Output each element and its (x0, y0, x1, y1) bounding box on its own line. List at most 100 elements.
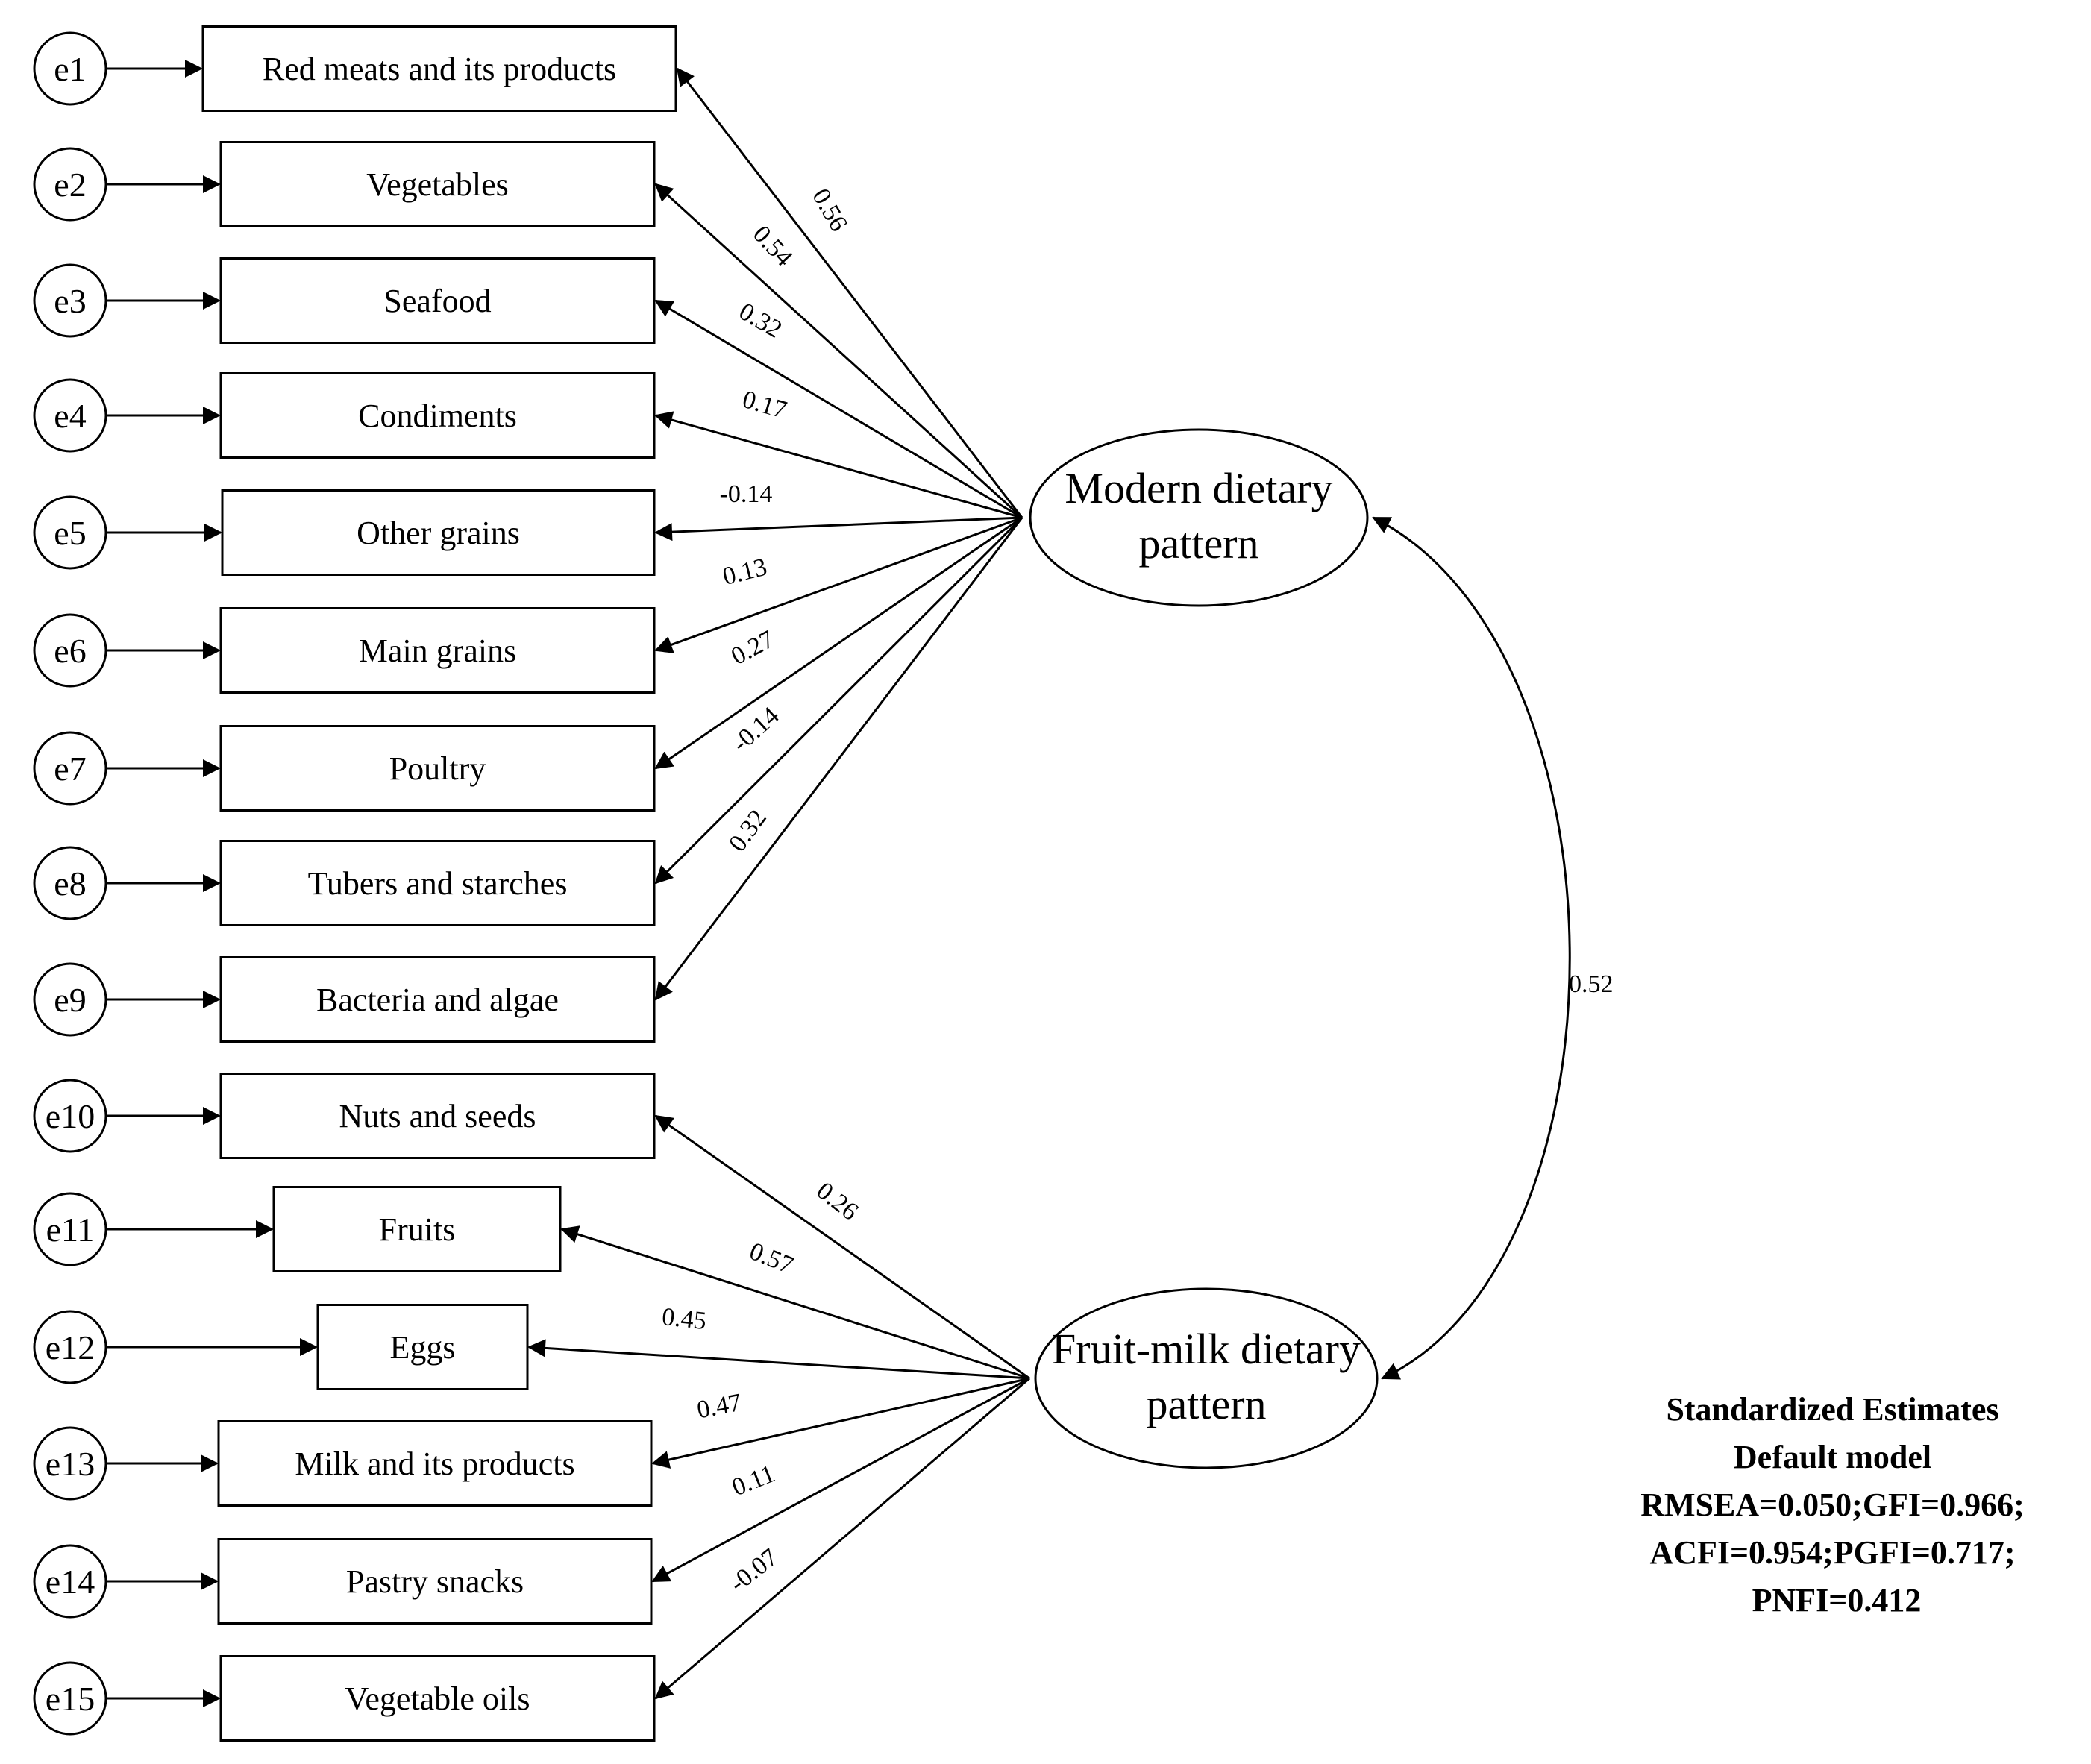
error-circle-10 (33, 1079, 107, 1153)
indicator-label-9: Bacteria and algae (316, 982, 559, 1018)
error-circle-14 (33, 1544, 107, 1619)
loading-value-10: 0.26 (812, 1177, 864, 1226)
error-circle-5 (33, 495, 107, 570)
error-label-5: e5 (54, 514, 86, 552)
factor-label-modern-1: Modern dietary (1065, 464, 1332, 512)
fit-summary: Standardized Estimates Default model RMS… (1640, 1391, 2033, 1619)
indicator-label-12: Eggs (390, 1329, 456, 1366)
loading-arrow-13 (651, 1377, 1030, 1469)
loading-value-6: 0.13 (720, 553, 770, 591)
error-circle-15 (33, 1661, 107, 1736)
error-label-8: e8 (54, 864, 86, 903)
indicator-box-5 (221, 489, 656, 576)
loading-value-2: 0.54 (747, 220, 798, 271)
factor-label-modern-2: pattern (1138, 519, 1258, 568)
indicator-label-8: Tubers and starches (308, 865, 568, 902)
loading-value-11: 0.57 (745, 1237, 797, 1280)
loading-arrow-12 (527, 1339, 1030, 1380)
loading-arrow-7 (654, 516, 1023, 770)
indicator-box-8 (219, 840, 656, 926)
error-circle-9 (33, 962, 107, 1037)
indicator-box-6 (219, 607, 656, 694)
error-label-10: e10 (46, 1097, 95, 1135)
loading-arrow-11 (560, 1225, 1030, 1380)
error-label-13: e13 (46, 1445, 95, 1483)
loading-arrow-6 (654, 516, 1023, 653)
indicator-box-3 (219, 257, 656, 344)
loading-value-15: -0.07 (724, 1543, 783, 1598)
error-circle-6 (33, 613, 107, 688)
loading-value-4: 0.17 (739, 386, 789, 424)
factor-correlation: 0.52 (1372, 516, 1614, 1380)
loading-arrow-2 (654, 183, 1023, 519)
error-circle-12 (33, 1310, 107, 1384)
indicator-label-15: Vegetable oils (345, 1680, 530, 1717)
loading-arrow-10 (654, 1114, 1030, 1380)
error-label-2: e2 (54, 166, 86, 204)
loading-value-5: -0.14 (720, 480, 773, 508)
loading-arrow-15 (654, 1377, 1030, 1700)
factor-label-fruitmilk-2: pattern (1146, 1380, 1266, 1428)
loading-arrow-9 (654, 517, 1023, 1001)
indicator-label-6: Main grains (359, 633, 516, 669)
indicator-box-9 (219, 956, 656, 1043)
error-circle-11 (33, 1192, 107, 1266)
factor-label-fruitmilk-1: Fruit-milk dietary (1052, 1325, 1361, 1373)
indicator-box-11 (272, 1186, 562, 1272)
indicator-boxes: Red meats and its productsVegetablesSeaf… (201, 25, 677, 1742)
error-arrows (106, 60, 318, 1707)
error-label-15: e15 (46, 1680, 95, 1718)
indicator-label-1: Red meats and its products (263, 51, 616, 87)
error-label-14: e14 (46, 1563, 95, 1601)
error-circle-13 (33, 1426, 107, 1501)
loading-value-7: 0.27 (727, 625, 779, 671)
loading-arrow-4 (654, 411, 1023, 519)
indicator-box-15 (219, 1655, 656, 1742)
loading-value-14: 0.11 (728, 1460, 779, 1501)
error-label-4: e4 (54, 397, 86, 435)
loading-arrow-14 (651, 1377, 1030, 1583)
fit-line-2: Default model (1734, 1439, 1931, 1475)
error-label-9: e9 (54, 981, 86, 1019)
error-label-6: e6 (54, 632, 86, 670)
error-circle-3 (33, 263, 107, 338)
indicator-box-2 (219, 141, 656, 227)
indicator-box-14 (217, 1538, 653, 1625)
loading-arrow-8 (654, 516, 1023, 885)
error-label-3: e3 (54, 282, 86, 320)
loading-value-8: -0.14 (727, 702, 784, 758)
indicator-label-11: Fruits (379, 1211, 456, 1248)
indicator-label-7: Poultry (389, 750, 486, 787)
indicator-label-3: Seafood (383, 283, 491, 319)
factor-ellipse-modern (1029, 428, 1369, 607)
error-circle-4 (33, 378, 107, 453)
loading-arrow-5 (654, 516, 1023, 542)
loading-arrow-3 (654, 299, 1023, 519)
indicator-box-4 (219, 372, 656, 459)
fit-line-4: ACFI=0.954;PGFI=0.717; (1649, 1534, 2015, 1571)
loading-value-9: 0.32 (724, 805, 772, 857)
loading-value-1: 0.56 (806, 184, 853, 236)
error-circle-7 (33, 731, 107, 806)
loading-value-3: 0.32 (734, 298, 786, 344)
error-label-7: e7 (54, 750, 86, 788)
indicator-label-13: Milk and its products (295, 1446, 574, 1482)
factor-ellipse-fruitmilk (1034, 1287, 1379, 1469)
indicator-box-10 (219, 1073, 656, 1159)
error-label-12: e12 (46, 1328, 95, 1366)
loading-arrow-1 (676, 67, 1023, 518)
indicator-label-4: Condiments (358, 398, 517, 434)
error-circle-1 (33, 31, 107, 106)
error-circle-8 (33, 846, 107, 920)
indicator-label-10: Nuts and seeds (339, 1098, 536, 1134)
correlation-arrow (1372, 516, 1571, 1380)
indicator-box-1 (201, 25, 677, 112)
loading-value-12: 0.45 (661, 1303, 708, 1335)
error-circle-2 (33, 147, 107, 222)
fit-line-1: Standardized Estimates (1666, 1391, 1998, 1428)
loading-arrows (527, 67, 1030, 1700)
correlation-value: 0.52 (1569, 970, 1614, 998)
